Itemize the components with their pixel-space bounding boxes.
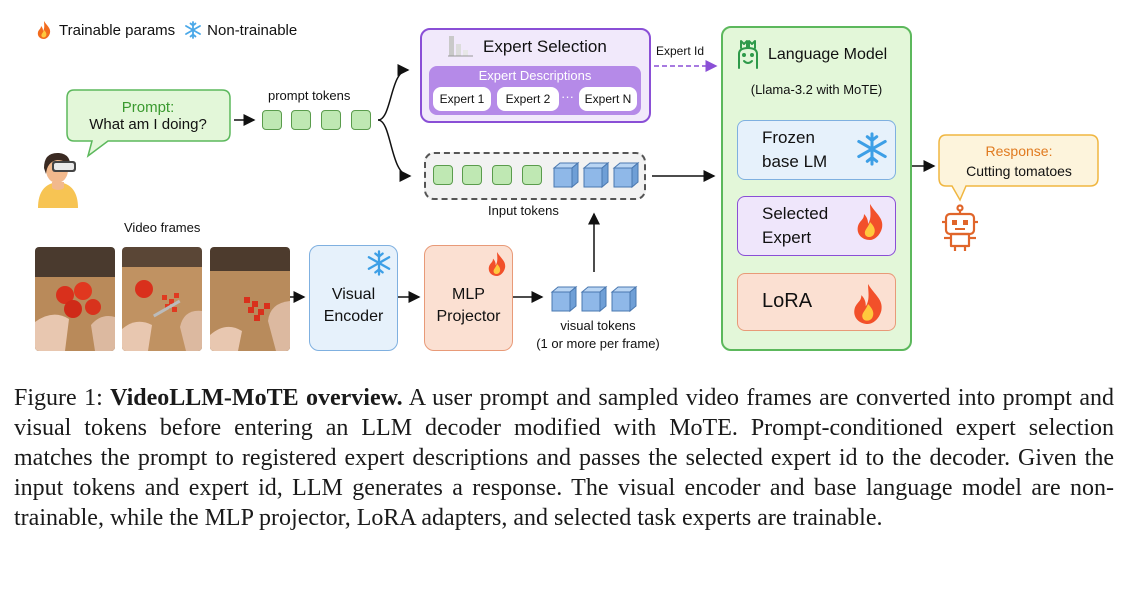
mlp-projector-label: MLP Projector xyxy=(436,286,501,325)
legend-trainable: Trainable params xyxy=(59,21,176,39)
caption-bold: VideoLLM-MoTE overview. xyxy=(110,385,403,411)
snowflake-icon xyxy=(857,132,887,166)
prompt-token xyxy=(351,110,371,130)
fire-icon xyxy=(854,284,882,324)
frozen-base-lm-label: Frozen base LM xyxy=(762,128,828,171)
input-tokens-label: Input tokens xyxy=(488,203,559,218)
language-model-title: Language Model xyxy=(768,46,888,63)
figure-caption: Figure 1: VideoLLM-MoTE overview. A user… xyxy=(14,383,1114,533)
prompt-token xyxy=(291,110,311,130)
visual-token-cube xyxy=(610,285,638,313)
response-bubble-shape xyxy=(938,134,1099,202)
visual-tokens-sub: (1 or more per frame) xyxy=(536,336,660,351)
selected-expert-label: Selected Expert xyxy=(762,204,829,247)
input-prompt-token xyxy=(522,165,542,185)
fire-icon xyxy=(857,204,883,240)
video-frames-label: Video frames xyxy=(124,220,201,235)
response-text: Cutting tomatoes xyxy=(966,163,1072,179)
expert-pill-n: Expert N xyxy=(579,87,637,111)
video-frame-3 xyxy=(210,247,290,351)
visual-tokens-caption: visual tokens (1 or more per frame) xyxy=(530,317,666,353)
user-avatar-icon xyxy=(38,152,78,208)
video-frame-2 xyxy=(122,247,202,351)
input-visual-tokens xyxy=(552,161,640,189)
prompt-token xyxy=(262,110,282,130)
visual-encoder-label: Visual Encoder xyxy=(323,286,384,325)
prompt-bubble-shape xyxy=(66,89,231,158)
input-prompt-token xyxy=(433,165,453,185)
response-bubble: Response: Cutting tomatoes xyxy=(939,138,1099,184)
visual-token-cube xyxy=(582,161,610,189)
video-frame-1 xyxy=(35,247,115,351)
snowflake-icon xyxy=(185,21,202,39)
visual-tokens-label: visual tokens xyxy=(560,318,636,333)
caption-prefix: Figure 1: xyxy=(14,385,103,411)
prompt-bubble: Prompt: What am I doing? xyxy=(66,92,230,140)
bar-chart-icon xyxy=(448,36,473,57)
language-model-subtitle: (Llama-3.2 with MoTE) xyxy=(750,82,883,97)
arrow-layer xyxy=(234,60,936,303)
visual-token-cube xyxy=(552,161,580,189)
expert-selection-title: Expert Selection xyxy=(483,37,607,56)
fire-icon xyxy=(37,21,51,39)
fire-icon xyxy=(488,252,506,276)
prompt-text: What am I doing? xyxy=(89,116,207,133)
input-prompt-token xyxy=(492,165,512,185)
input-prompt-token xyxy=(462,165,482,185)
robot-icon xyxy=(942,204,978,251)
visual-token-cube xyxy=(550,285,578,313)
arrow-to-expert-selection xyxy=(377,64,410,121)
lora-label: LoRA xyxy=(762,290,813,312)
expert-pill-2: Expert 2 xyxy=(497,87,559,111)
expert-descriptions-title: Expert Descriptions xyxy=(478,68,592,83)
expert-ellipsis: ··· xyxy=(561,89,574,104)
legend: Trainable params Non-trainable xyxy=(35,20,297,40)
visual-encoder-box: Visual Encoder xyxy=(309,245,398,351)
expert-pill-1: Expert 1 xyxy=(433,87,491,111)
caption-text: A user prompt and sampled video frames a… xyxy=(14,385,1114,531)
prompt-title: Prompt: xyxy=(121,99,175,116)
expert-id-label: Expert Id xyxy=(656,44,705,58)
response-title: Response: xyxy=(985,143,1053,159)
legend-non-trainable: Non-trainable xyxy=(207,21,298,39)
prompt-token xyxy=(321,110,341,130)
snowflake-icon xyxy=(367,250,391,276)
llama-icon xyxy=(738,40,758,69)
visual-tokens xyxy=(550,285,638,313)
arrow-to-input-tokens xyxy=(377,119,412,182)
visual-token-cube xyxy=(612,161,640,189)
prompt-tokens-label: prompt tokens xyxy=(268,88,351,103)
visual-token-cube xyxy=(580,285,608,313)
